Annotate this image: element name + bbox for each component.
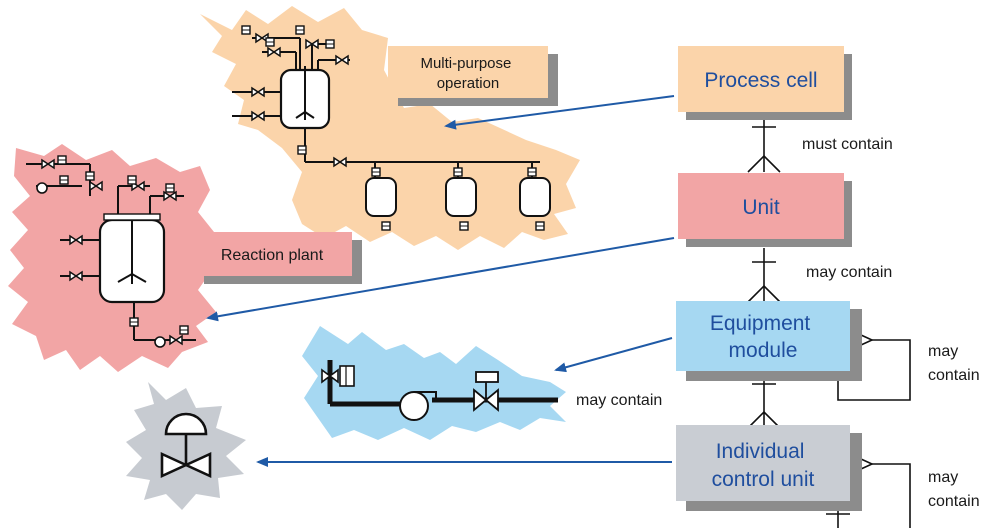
may-contain-cu-self-line2: contain xyxy=(928,493,980,510)
equipment-module-blob xyxy=(302,326,566,440)
multi-purpose-line2: operation xyxy=(437,75,500,92)
control-valve-icon xyxy=(473,371,499,412)
reaction-plant-callout: Reaction plant xyxy=(194,232,362,284)
svg-text:may contain: may contain xyxy=(928,343,980,384)
multi-purpose-callout: Multi-purpose operation xyxy=(388,46,558,106)
control-unit-line1: Individual xyxy=(716,440,805,463)
pump-icon xyxy=(399,391,437,421)
unit-box: Unit xyxy=(678,173,852,247)
control-unit-box: Individual control unit xyxy=(676,425,862,511)
svg-text:may contain: may contain xyxy=(928,469,980,510)
equipment-module-line1: Equipment xyxy=(710,312,811,335)
must-contain-label: must contain xyxy=(802,136,893,153)
svg-text:Multi-purpose operation: Multi-purpose operation xyxy=(420,55,515,92)
may-contain-unit-label: may contain xyxy=(806,264,892,281)
equipment-module-line2: module xyxy=(729,339,798,362)
may-contain-em-self-line1: may xyxy=(928,343,958,360)
arrow-equipment-module xyxy=(554,337,673,373)
unit-label: Unit xyxy=(742,196,780,219)
storage-tank-icon xyxy=(365,177,551,217)
may-contain-em-label: may contain xyxy=(576,392,662,409)
valve-actuator-icon xyxy=(160,412,212,479)
mapping-arrows xyxy=(206,95,675,467)
may-contain-cu-self-line1: may xyxy=(928,469,958,486)
arrow-process-cell xyxy=(444,95,675,130)
svg-text:Individual control unit: Individual control unit xyxy=(712,440,815,491)
svg-text:Equipment module: Equipment module xyxy=(710,312,816,362)
multi-purpose-line1: Multi-purpose xyxy=(420,55,511,72)
process-cell-box: Process cell xyxy=(678,46,852,120)
control-unit-line2: control unit xyxy=(712,468,815,491)
hierarchy-connectors xyxy=(747,113,911,528)
process-cell-label: Process cell xyxy=(704,69,817,92)
arrow-unit xyxy=(206,237,675,322)
may-contain-em-self-line2: contain xyxy=(928,367,980,384)
reaction-plant-valves xyxy=(36,155,189,348)
reactor-icon xyxy=(98,213,166,304)
equipment-module-box: Equipment module xyxy=(676,301,862,381)
reaction-plant-label: Reaction plant xyxy=(221,247,324,264)
